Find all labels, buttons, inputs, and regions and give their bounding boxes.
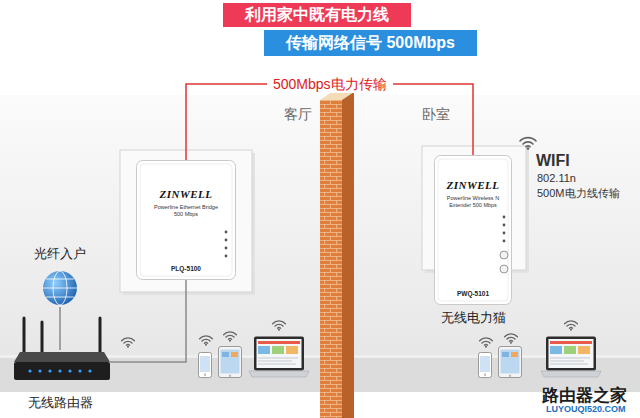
- product-description: Powerline Ethernet Bridge 500 Mbps: [153, 204, 219, 218]
- node-label: 光纤入户: [34, 245, 86, 263]
- status-led: [503, 240, 506, 243]
- banner-text: 传输网络信号 500Mbps: [286, 33, 455, 53]
- device-button: [500, 251, 508, 259]
- wifi-signal-icon: [122, 138, 578, 348]
- network-cable: [110, 280, 186, 362]
- fiber-globe-icon: [43, 271, 77, 305]
- client-devices: [199, 337, 602, 378]
- client-devices: [499, 347, 522, 378]
- client-devices: [199, 353, 212, 378]
- watermark: 路由器之家: [542, 384, 627, 407]
- model-number: PWQ-5101: [457, 290, 489, 297]
- router-icon: [38, 369, 41, 372]
- wall-outlet: [120, 150, 255, 295]
- wireless-router: 无线路由器: [10, 350, 110, 414]
- brick-wall: [342, 92, 354, 418]
- status-led: [225, 231, 228, 234]
- node-label: 无线路由器: [28, 394, 93, 412]
- device-body: [136, 160, 236, 280]
- router-icon: [48, 369, 51, 372]
- status-led: [225, 247, 228, 250]
- device-button: [500, 265, 508, 273]
- model-number: PLQ-5100: [171, 265, 201, 272]
- router-icon: [24, 318, 100, 352]
- device-caption: 无线电力猫: [414, 309, 532, 327]
- room-name: 客厅: [284, 106, 312, 124]
- network-cable: [59, 307, 61, 350]
- router-icon: [14, 352, 110, 362]
- status-led: [503, 216, 506, 219]
- wifi-standard: 802.11n: [537, 172, 576, 184]
- router-icon: [28, 369, 91, 372]
- device-casing: [140, 164, 232, 276]
- wifi-signal-icon: [565, 321, 578, 331]
- wifi-signal-icon: [480, 338, 493, 348]
- wifi-label: WIFI: [536, 152, 570, 170]
- wifi-signal-icon: [224, 332, 237, 342]
- wall-outlet: [120, 150, 252, 292]
- router-icon: [14, 318, 110, 380]
- fiber-globe-icon: [43, 279, 77, 297]
- brick-wall: [320, 100, 342, 418]
- brick-wall: [320, 92, 354, 418]
- product-description: Powerline Wireless N Extender 500 Mbps: [446, 195, 500, 209]
- powerline-link: [186, 84, 473, 160]
- room-name: 卧室: [422, 106, 450, 124]
- status-led: [503, 232, 506, 235]
- device-casing: [438, 159, 508, 301]
- watermark-url: LUYOUQI520.COM: [546, 404, 626, 414]
- device-body: [434, 155, 512, 305]
- router-icon: [88, 369, 91, 372]
- status-led: [225, 255, 228, 258]
- router-icon: [78, 369, 81, 372]
- banner-tag: 传输网络信号 500Mbps: [264, 30, 477, 56]
- banner-text: 利用家中既有电力线: [245, 5, 389, 25]
- wall-outlet: [123, 153, 255, 295]
- router-icon: [68, 369, 71, 372]
- router-icon: [14, 362, 110, 380]
- fiber-globe-icon: [43, 271, 77, 305]
- device-casing: [137, 161, 236, 280]
- wifi-signal-icon: [122, 338, 135, 348]
- brand-logo: ZINWELL: [160, 188, 213, 200]
- wifi-signal-icon: [273, 321, 286, 331]
- client-devices: [219, 347, 242, 378]
- router-icon: [58, 369, 61, 372]
- status-led: [225, 239, 228, 242]
- client-devices: [249, 337, 309, 378]
- router-icon: [28, 369, 31, 372]
- wifi-signal-icon: [520, 138, 536, 150]
- link-label: 500Mbps电力传输: [267, 75, 393, 93]
- wifi-signal-icon: [505, 334, 518, 344]
- wifi-signal-icon: [200, 336, 213, 346]
- banner-tag: 利用家中既有电力线: [223, 3, 411, 27]
- device-casing: [435, 156, 512, 305]
- wireless-extender: ZINWELL Powerline Wireless N Extender 500…: [434, 155, 512, 305]
- client-devices: [479, 353, 492, 378]
- status-led: [503, 224, 506, 227]
- wifi-note: 500M电力线传输: [537, 186, 620, 201]
- fiber-globe: 光纤入户: [28, 245, 92, 307]
- client-devices: [541, 337, 601, 378]
- brand-logo: ZINWELL: [447, 179, 500, 191]
- powerline-adapter: ZINWELL Powerline Ethernet Bridge 500 Mbp…: [136, 160, 236, 280]
